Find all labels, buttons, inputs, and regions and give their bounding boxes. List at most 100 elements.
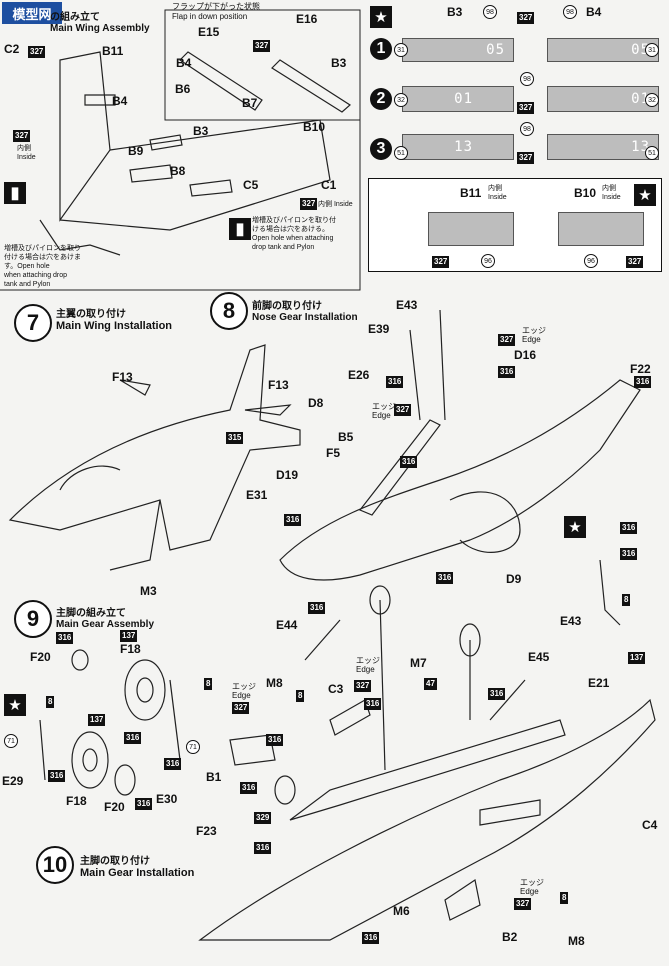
step8-title: 前脚の取り付け Nose Gear Installation (252, 301, 358, 323)
part-label-b10: B10 (303, 120, 326, 134)
step7-title: 主翼の取り付け Main Wing Installation (56, 309, 173, 332)
part-label-b3-flap: B3 (331, 56, 347, 70)
paint-code: 327 (13, 130, 31, 142)
part-label-c1: C1 (321, 178, 337, 192)
decal-circle: 98 (520, 122, 534, 136)
star-icon: ★ (634, 184, 656, 206)
paint-code: 47 (424, 678, 437, 690)
part-label-e31: E31 (246, 488, 268, 502)
part-label-e29: E29 (2, 774, 24, 788)
paint-code: 8 (560, 892, 569, 904)
paint-code: 316 (308, 602, 326, 614)
paint-code: 316 (400, 456, 418, 468)
col-label-b3: B3 (447, 5, 463, 19)
part-label-m8: M8 (568, 934, 585, 948)
decal-circle: 32 (645, 93, 659, 107)
paint-code: 316 (436, 572, 454, 584)
step8-number: 8 (210, 292, 248, 330)
part-label-d19: D19 (276, 468, 299, 482)
paint-code: 137 (628, 652, 646, 664)
drill-hole-icon: ▮ (4, 182, 26, 204)
paint-code: 316 (266, 734, 284, 746)
decal-circle: 51 (645, 146, 659, 160)
paint-code: 327 (517, 12, 535, 24)
col-label-b4: B4 (586, 5, 602, 19)
paint-code: 316 (164, 758, 182, 770)
paint-code: 327 (394, 404, 412, 416)
part-label-c2: C2 (4, 42, 20, 56)
paint-code: 316 (124, 732, 142, 744)
variant-3-icon: 3 (370, 138, 392, 160)
flap-right-2: 01 (547, 86, 659, 112)
flap-left-1: 05 (402, 38, 514, 62)
decal-circle: 31 (645, 43, 659, 57)
star-icon: ★ (4, 694, 26, 716)
decal-circle: 71 (4, 734, 18, 748)
part-label-m8: M8 (266, 676, 283, 690)
decal-circle: 96 (584, 254, 598, 268)
step10-title: 主脚の取り付け Main Gear Installation (80, 856, 195, 879)
paint-code: 137 (88, 714, 106, 726)
variant-1-icon: 1 (370, 38, 392, 60)
part-label-b4-flap: B4 (176, 56, 192, 70)
part-label-m6: M6 (393, 904, 410, 918)
part-label-f13: F13 (268, 378, 289, 392)
flap-right-1: 05 (547, 38, 659, 62)
paint-code: 316 (488, 688, 506, 700)
decal-circle: 31 (394, 43, 408, 57)
paint-code: 327 (498, 334, 516, 346)
paint-code: 327 (253, 40, 271, 52)
flap-note-jp: フラップが下がった状態 (172, 2, 260, 11)
paint-code: 329 (254, 812, 272, 824)
paint-code: 315 (226, 432, 244, 444)
step9-title: 主脚の組み立て Main Gear Assembly (56, 608, 155, 630)
paint-code: 316 (48, 770, 66, 782)
step10-number: 10 (36, 846, 74, 884)
part-label-d16: D16 (514, 348, 537, 362)
part-label-f20: F20 (30, 650, 51, 664)
watermark-logo: 模型网 (2, 2, 62, 24)
part-label-b4: B4 (112, 94, 128, 108)
part-label-e30: E30 (156, 792, 178, 806)
paint-code: 327 (517, 152, 535, 164)
hole-note-right: 増槽及びパイロンを取り付ける場合は穴をあける。 Open hole when a… (252, 217, 336, 251)
flap-left-2: 01 (402, 86, 514, 112)
part-label-m7: M7 (410, 656, 427, 670)
part-label-b11-inside: B11 (460, 186, 482, 200)
part-label-e44: E44 (276, 618, 298, 632)
part-label-c5: C5 (243, 178, 259, 192)
part-label-b10-inside: B10 (574, 186, 597, 200)
paint-code: 8 (46, 696, 55, 708)
part-label-c3: C3 (328, 682, 344, 696)
part-label-e16: E16 (296, 12, 318, 26)
part-label-b3: B3 (193, 124, 209, 138)
decal-circle: 51 (394, 146, 408, 160)
part-label-d9: D9 (506, 572, 522, 586)
part-label-b2: B2 (502, 930, 518, 944)
step6-title-en: Main Wing Assembly (50, 23, 150, 34)
step6-title-jp: の組み立て (50, 12, 100, 23)
paint-code: 327 (432, 256, 450, 268)
paint-code: 316 (364, 698, 382, 710)
flap-note-en: Flap in down position (172, 12, 248, 21)
paint-code: 137 (120, 630, 138, 642)
paint-code: 316 (620, 548, 638, 560)
part-label-e39: E39 (368, 322, 390, 336)
part-label-f5: F5 (326, 446, 341, 460)
flap-right-3: 13 (547, 134, 659, 160)
paint-code: 316 (56, 632, 74, 644)
part-label-b6: B6 (175, 82, 191, 96)
decal-circle: 98 (520, 72, 534, 86)
part-label-e26: E26 (348, 368, 370, 382)
part-label-d8: D8 (308, 396, 324, 410)
paint-code: 316 (362, 932, 380, 944)
part-label-f18: F18 (120, 642, 141, 656)
paint-code: 8 (296, 690, 305, 702)
part-label-e43: E43 (396, 298, 418, 312)
part-label-f20: F20 (104, 800, 125, 814)
